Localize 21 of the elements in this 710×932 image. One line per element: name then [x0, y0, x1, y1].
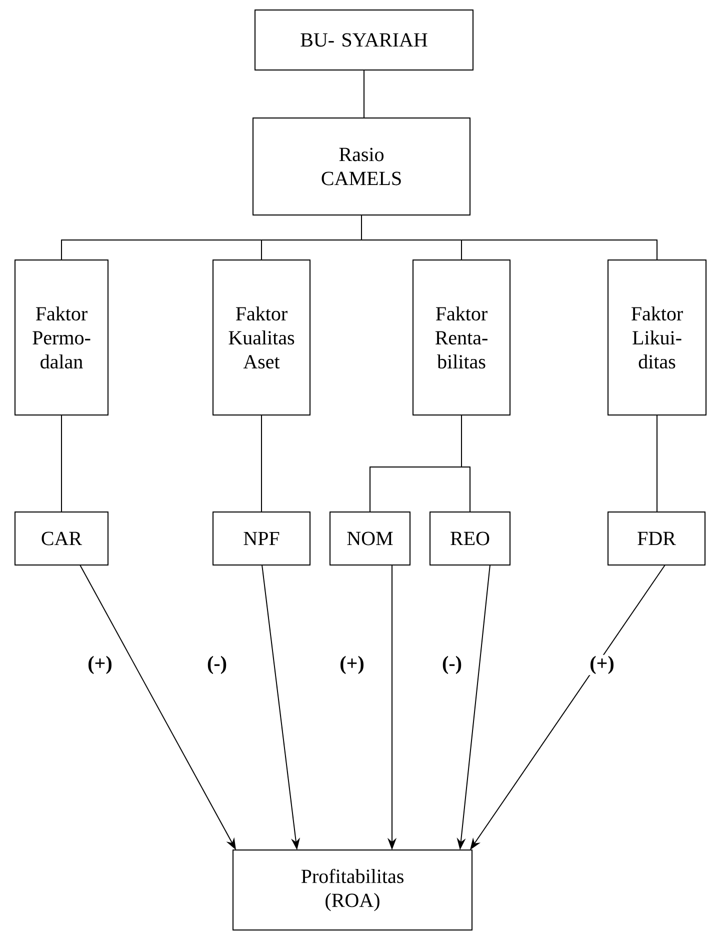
connector-line: [61, 415, 62, 512]
connector-line: [261, 415, 262, 512]
edge-label: (-): [441, 654, 463, 676]
process-box: REO: [430, 512, 510, 566]
connector-line: [461, 415, 470, 512]
process-box: Faktor Renta- bilitas: [412, 260, 510, 416]
process-box: NPF: [212, 512, 310, 566]
edge-label: (+): [588, 654, 616, 676]
result-box: Profitabilitas (ROA): [232, 850, 472, 930]
edge-label: (+): [86, 654, 114, 676]
edge-label: (-): [206, 654, 228, 676]
process-box: Faktor Likui- ditas: [608, 260, 706, 416]
process-box: Faktor Permo- dalan: [14, 260, 108, 416]
connector-line: [656, 415, 658, 512]
process-box: Rasio CAMELS: [252, 118, 470, 216]
process-box: FDR: [608, 512, 706, 566]
process-box: Faktor Kualitas Aset: [212, 260, 310, 416]
process-box: CAR: [14, 512, 108, 566]
edge-label: (+): [338, 654, 366, 676]
process-box: NOM: [330, 512, 410, 566]
process-box: BU- SYARIAH: [254, 10, 474, 70]
